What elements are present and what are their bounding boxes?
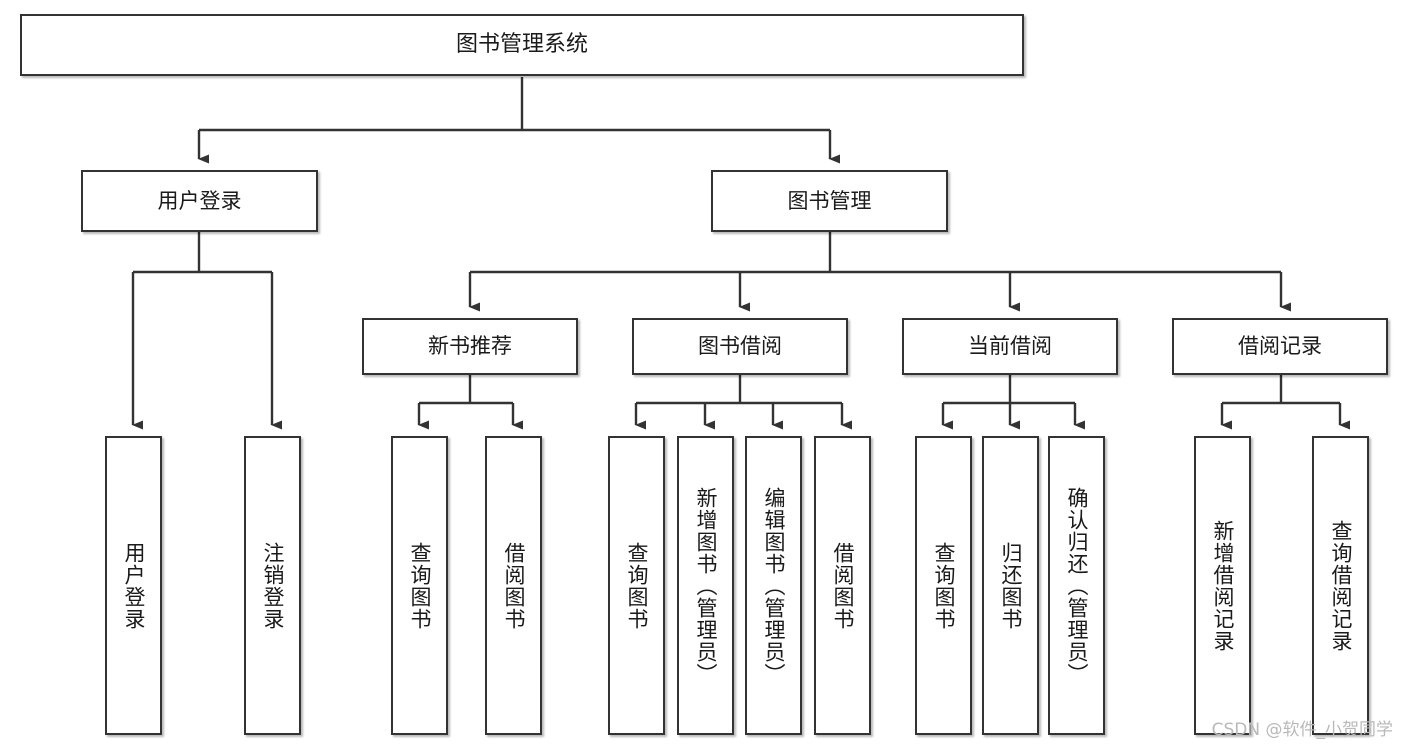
leaf-current-return-book-label: 归还图书 xyxy=(999,541,1023,630)
leaf-current-confirm-return[interactable]: 确认归还（管理员） xyxy=(1048,436,1105,735)
leaf-borrow-borrow-book-label: 借阅图书 xyxy=(831,541,855,630)
node-book-management[interactable]: 图书管理 xyxy=(711,170,948,232)
leaf-records-query-record-label: 查询借阅记录 xyxy=(1329,519,1353,652)
leaf-borrow-borrow-book[interactable]: 借阅图书 xyxy=(814,436,871,735)
leaf-user-login-login-label: 用户登录 xyxy=(122,541,146,630)
node-user-login[interactable]: 用户登录 xyxy=(81,170,318,232)
node-root-label: 图书管理系统 xyxy=(455,32,588,58)
node-book-management-label: 图书管理 xyxy=(787,188,872,213)
leaf-records-add-record-label: 新增借阅记录 xyxy=(1211,519,1235,652)
leaf-borrow-add-book-label: 新增图书（管理员） xyxy=(694,486,718,685)
leaf-records-add-record[interactable]: 新增借阅记录 xyxy=(1194,436,1251,735)
leaf-current-query-book-label: 查询图书 xyxy=(932,541,956,630)
leaf-recommend-query-book[interactable]: 查询图书 xyxy=(391,436,448,735)
node-book-borrow[interactable]: 图书借阅 xyxy=(632,318,848,375)
node-borrow-records-label: 借阅记录 xyxy=(1238,334,1322,359)
leaf-current-confirm-return-label: 确认归还（管理员） xyxy=(1065,486,1089,685)
node-book-borrow-label: 图书借阅 xyxy=(698,334,782,359)
leaf-recommend-borrow-book-label: 借阅图书 xyxy=(502,541,526,630)
leaf-borrow-query-book[interactable]: 查询图书 xyxy=(608,436,665,735)
leaf-recommend-query-book-label: 查询图书 xyxy=(408,541,432,630)
leaf-current-return-book[interactable]: 归还图书 xyxy=(982,436,1039,735)
node-borrow-records[interactable]: 借阅记录 xyxy=(1172,318,1388,375)
leaf-current-query-book[interactable]: 查询图书 xyxy=(915,436,972,735)
node-new-book-recommend[interactable]: 新书推荐 xyxy=(362,318,578,375)
node-user-login-label: 用户登录 xyxy=(157,188,242,213)
leaf-user-login-logout-label: 注销登录 xyxy=(261,541,285,630)
leaf-borrow-add-book[interactable]: 新增图书（管理员） xyxy=(677,436,734,735)
leaf-borrow-query-book-label: 查询图书 xyxy=(625,541,649,630)
leaf-borrow-edit-book[interactable]: 编辑图书（管理员） xyxy=(745,436,802,735)
leaf-recommend-borrow-book[interactable]: 借阅图书 xyxy=(485,436,542,735)
leaf-borrow-edit-book-label: 编辑图书（管理员） xyxy=(762,486,786,685)
node-current-borrow-label: 当前借阅 xyxy=(968,334,1052,359)
leaf-user-login-login[interactable]: 用户登录 xyxy=(105,436,162,735)
node-root[interactable]: 图书管理系统 xyxy=(20,14,1024,76)
watermark: CSDN @软件_小贺同学 xyxy=(1211,720,1393,740)
node-current-borrow[interactable]: 当前借阅 xyxy=(902,318,1118,375)
leaf-records-query-record[interactable]: 查询借阅记录 xyxy=(1312,436,1369,735)
node-new-book-recommend-label: 新书推荐 xyxy=(428,334,512,359)
leaf-user-login-logout[interactable]: 注销登录 xyxy=(244,436,301,735)
